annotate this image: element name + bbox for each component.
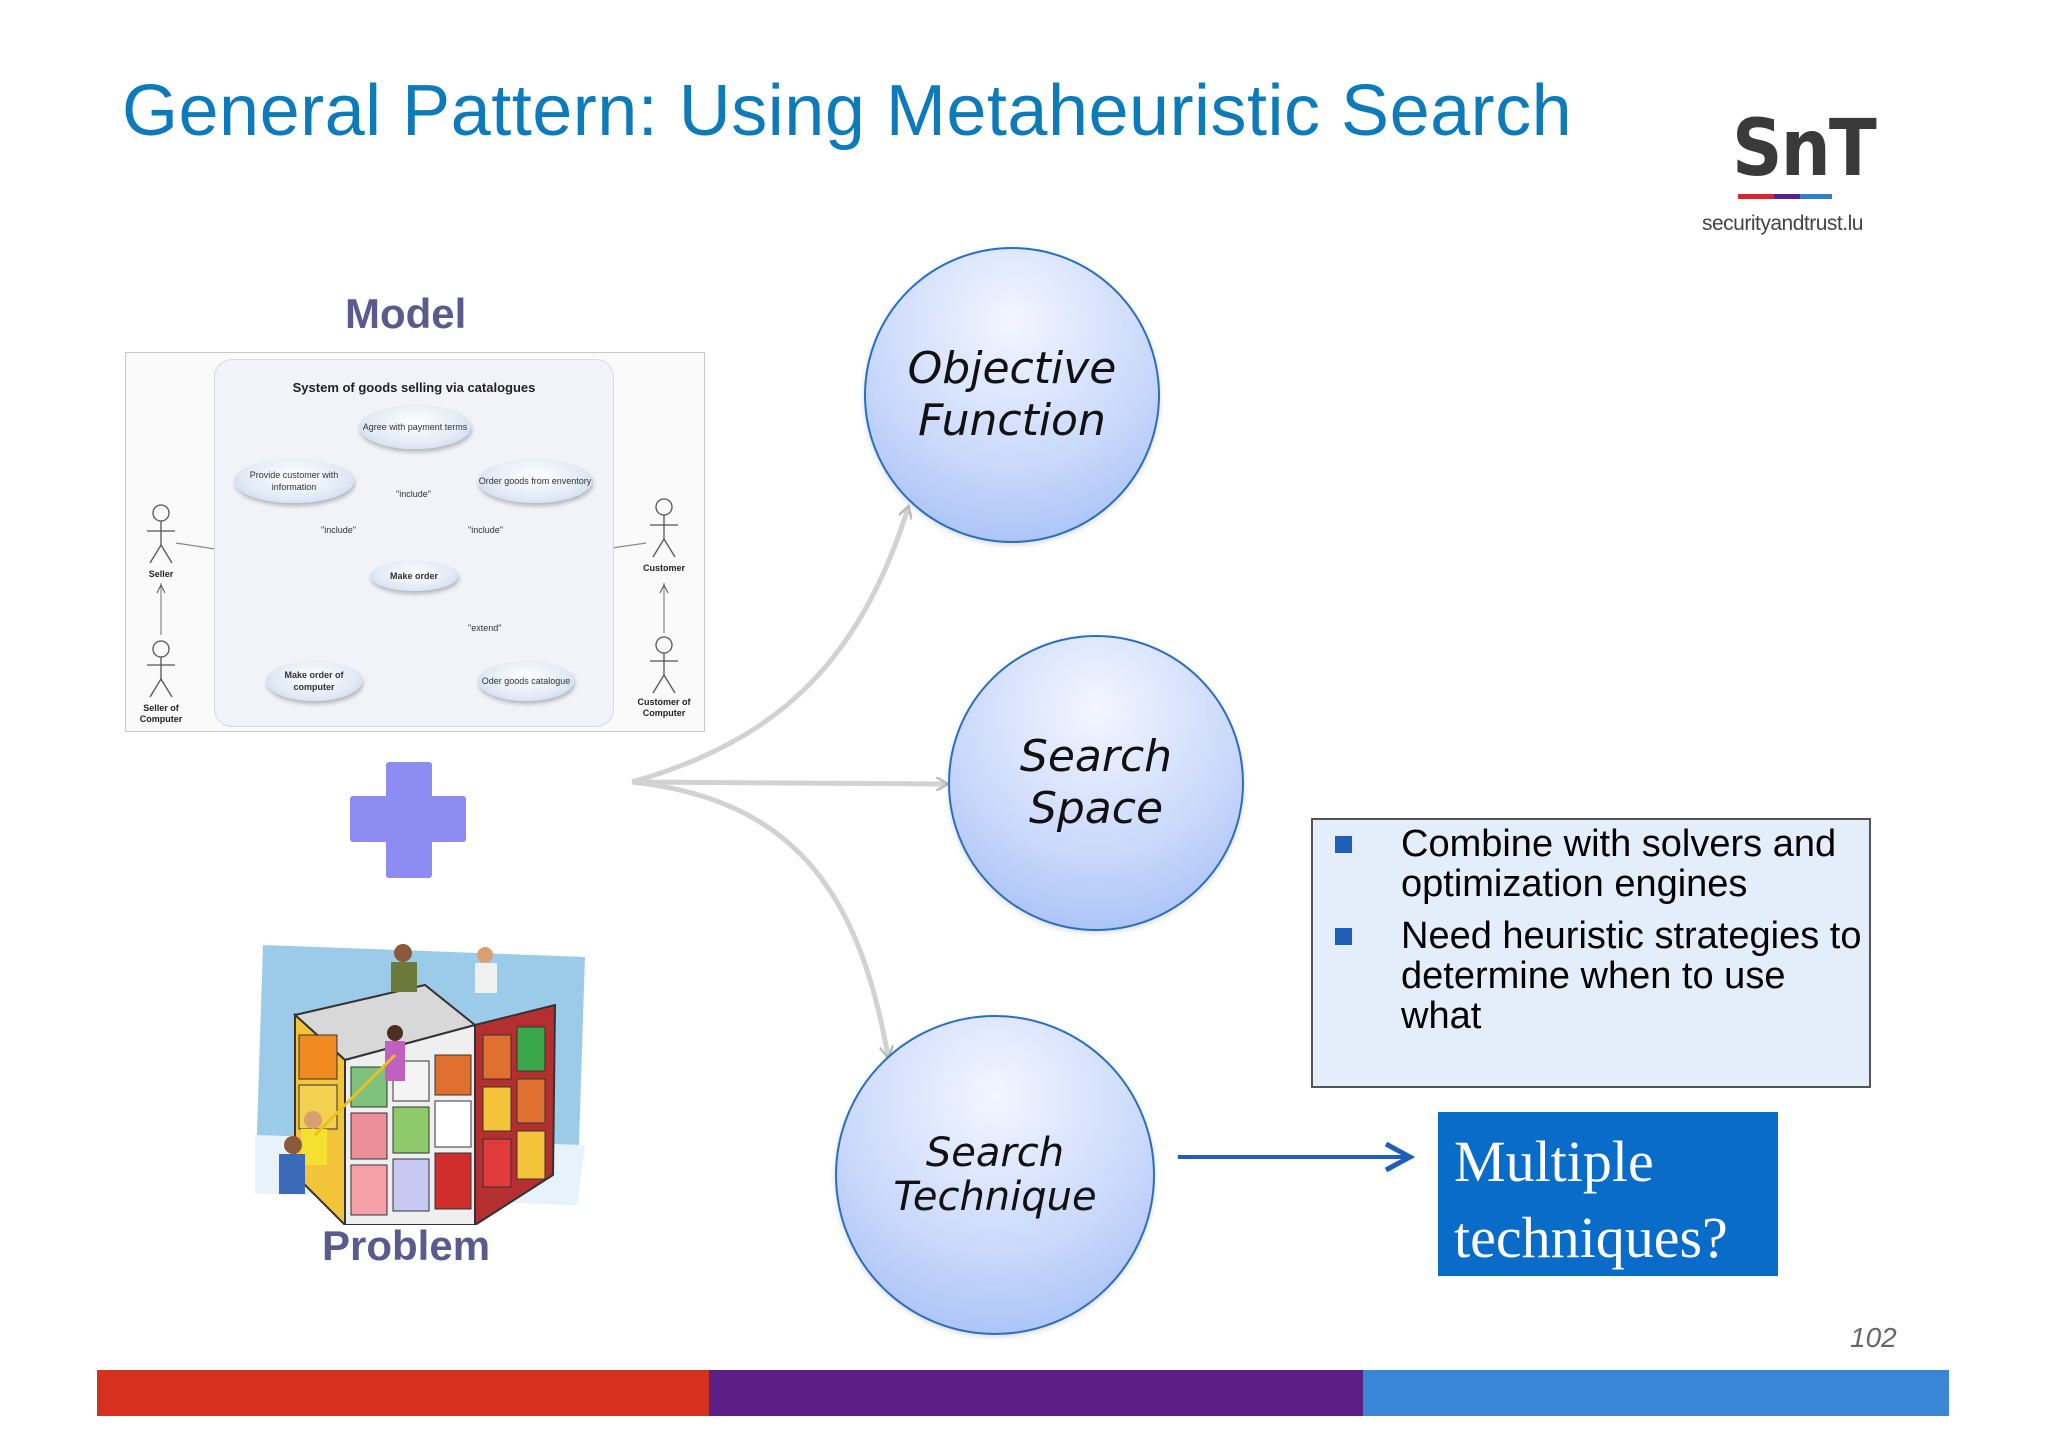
logo-stripe-blue: [1800, 194, 1832, 199]
square-bullet-icon: [1335, 928, 1352, 945]
search-space-label: Search Space: [1019, 731, 1173, 834]
problem-label: Problem: [322, 1222, 491, 1269]
actor-seller: Seller: [148, 569, 174, 579]
logo-stripe-purple: [1774, 194, 1800, 199]
note-item: Combine with solvers and optimization en…: [1313, 824, 1869, 904]
logo-url: securityandtrust.lu: [1702, 212, 1863, 235]
use-case-order-goods: Order goods from enventory: [478, 459, 592, 503]
extend-label: "extend": [468, 623, 502, 633]
logo-mark: SnT: [1732, 104, 1877, 194]
note-item: Need heuristic strategies to determine w…: [1313, 916, 1869, 1036]
footer-bar-purple: [709, 1370, 1363, 1416]
actor-customer: Customer: [642, 563, 685, 573]
model-label: Model: [345, 290, 467, 337]
search-space-node: Search Space: [948, 635, 1244, 931]
footer-bar-blue: [1363, 1370, 1949, 1416]
search-technique-node: Search Technique: [835, 1015, 1155, 1335]
objective-function-node: Objective Function: [864, 247, 1160, 543]
use-case-make-order: Make order: [370, 561, 458, 591]
square-bullet-icon: [1335, 836, 1352, 853]
actor-seller-computer: Seller of Computer: [139, 703, 183, 724]
objective-function-label: Objective Function: [907, 343, 1117, 446]
include-label: "include": [396, 489, 431, 499]
logo-stripe-red: [1738, 194, 1774, 199]
use-case-agree: Agree with payment terms: [359, 405, 471, 449]
note-text: Combine with solvers and optimization en…: [1401, 823, 1837, 905]
use-case-make-order-computer: Make order of computer: [266, 661, 362, 701]
page-number: 102: [1850, 1322, 1897, 1353]
slide-title: General Pattern: Using Metaheuristic Sea…: [122, 71, 1573, 151]
rubiks-cube-illustration: [255, 944, 585, 1225]
notes-box: Combine with solvers and optimization en…: [1311, 818, 1871, 1088]
system-name: System of goods selling via catalogues: [292, 380, 536, 395]
use-case-oder-catalogue: Oder goods catalogue: [478, 661, 574, 701]
actor-customer-computer: Customer of Computer: [637, 697, 691, 718]
snt-logo: SnT securityandtrust.lu: [1690, 100, 1890, 250]
use-case-provide-info: Provide customer with information: [234, 459, 354, 503]
use-case-diagram: System of goods selling via catalogues A…: [125, 352, 705, 732]
include-label: "include": [468, 525, 503, 535]
search-technique-label: Search Technique: [893, 1130, 1097, 1220]
multiple-techniques-callout: Multiple techniques?: [1438, 1112, 1778, 1276]
include-label: "include": [321, 525, 356, 535]
note-text: Need heuristic strategies to determine w…: [1401, 915, 1862, 1037]
footer-bar-red: [97, 1370, 709, 1416]
